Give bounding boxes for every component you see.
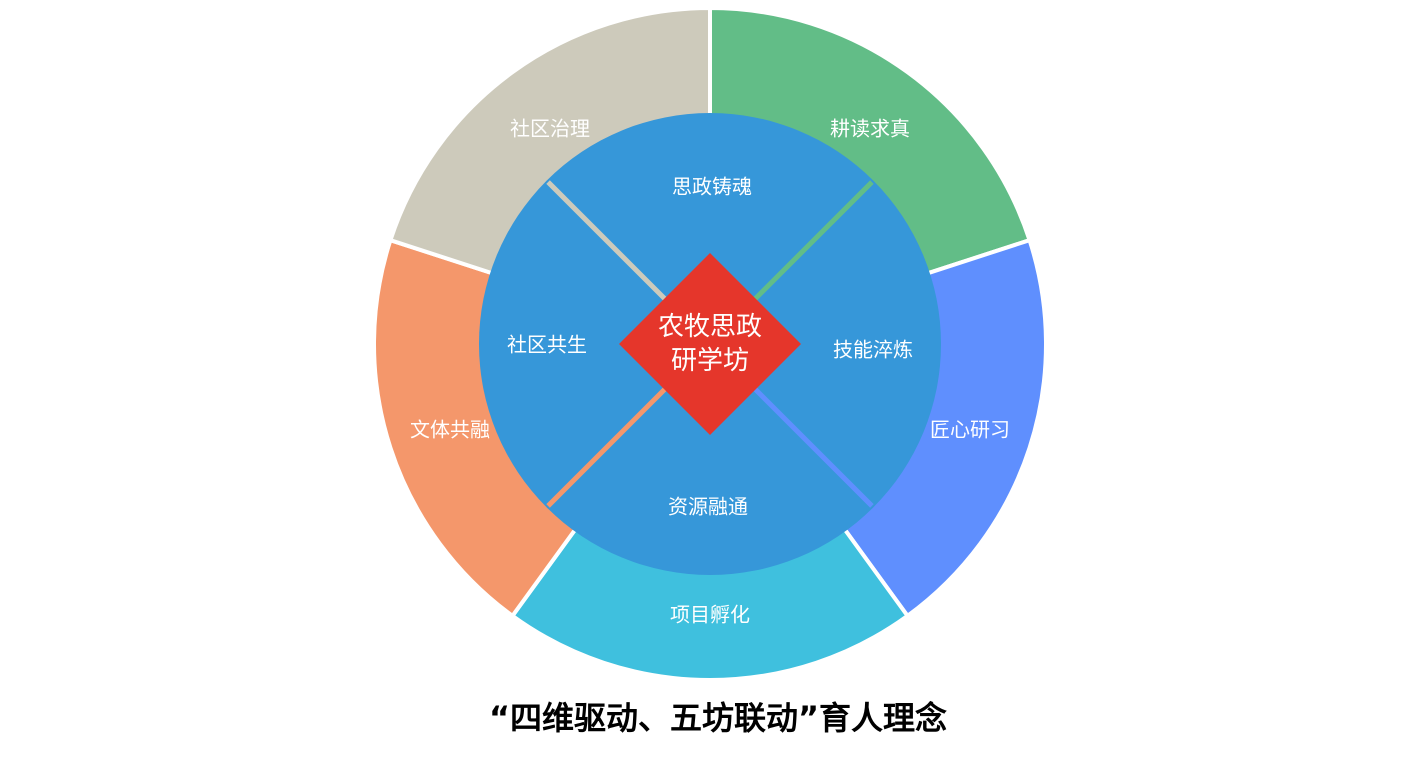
center-label: 农牧思政 研学坊 (658, 310, 762, 378)
center-line-2: 研学坊 (670, 346, 750, 376)
inner-label-bottom: 资源融通 (668, 494, 748, 519)
inner-label-top: 思政铸魂 (672, 174, 752, 199)
center-line-1: 农牧思政 (657, 312, 763, 342)
outer-label-0: 耕读求真 (830, 116, 910, 141)
outer-label-1: 匠心研习 (930, 417, 1010, 442)
inner-label-left: 社区共生 (507, 332, 587, 357)
diagram-title: “四维驱动、五坊联动”育人理念 (488, 699, 948, 737)
outer-label-2: 项目孵化 (670, 602, 750, 627)
outer-label-4: 社区治理 (510, 116, 590, 141)
center-diamond (619, 253, 801, 435)
outer-label-3: 文体共融 (410, 417, 490, 442)
inner-label-right: 技能淬炼 (833, 337, 913, 362)
